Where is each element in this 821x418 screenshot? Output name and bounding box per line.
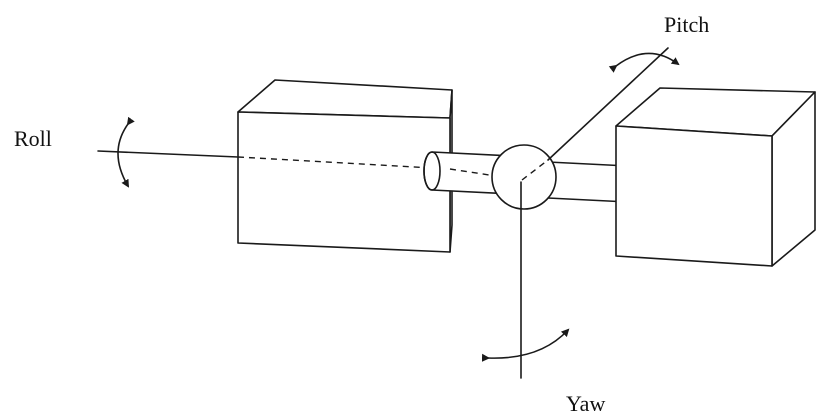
left-shaft [423, 151, 513, 195]
spherical-joint [491, 144, 557, 210]
roll-axis-hidden-line [237, 156, 451, 170]
yaw-label: Yaw [566, 391, 605, 416]
roll-rotation-arrow [117, 116, 135, 188]
roll-axis-line [97, 150, 239, 158]
roll-label: Roll [14, 126, 52, 151]
pitch-label: Pitch [664, 12, 709, 37]
yaw-rotation-arrow [481, 328, 570, 362]
joint-hidden-axis-pitch [521, 159, 549, 181]
pitch-rotation-arrow [608, 52, 680, 73]
left-cube [237, 79, 453, 253]
right-cube [615, 87, 816, 267]
